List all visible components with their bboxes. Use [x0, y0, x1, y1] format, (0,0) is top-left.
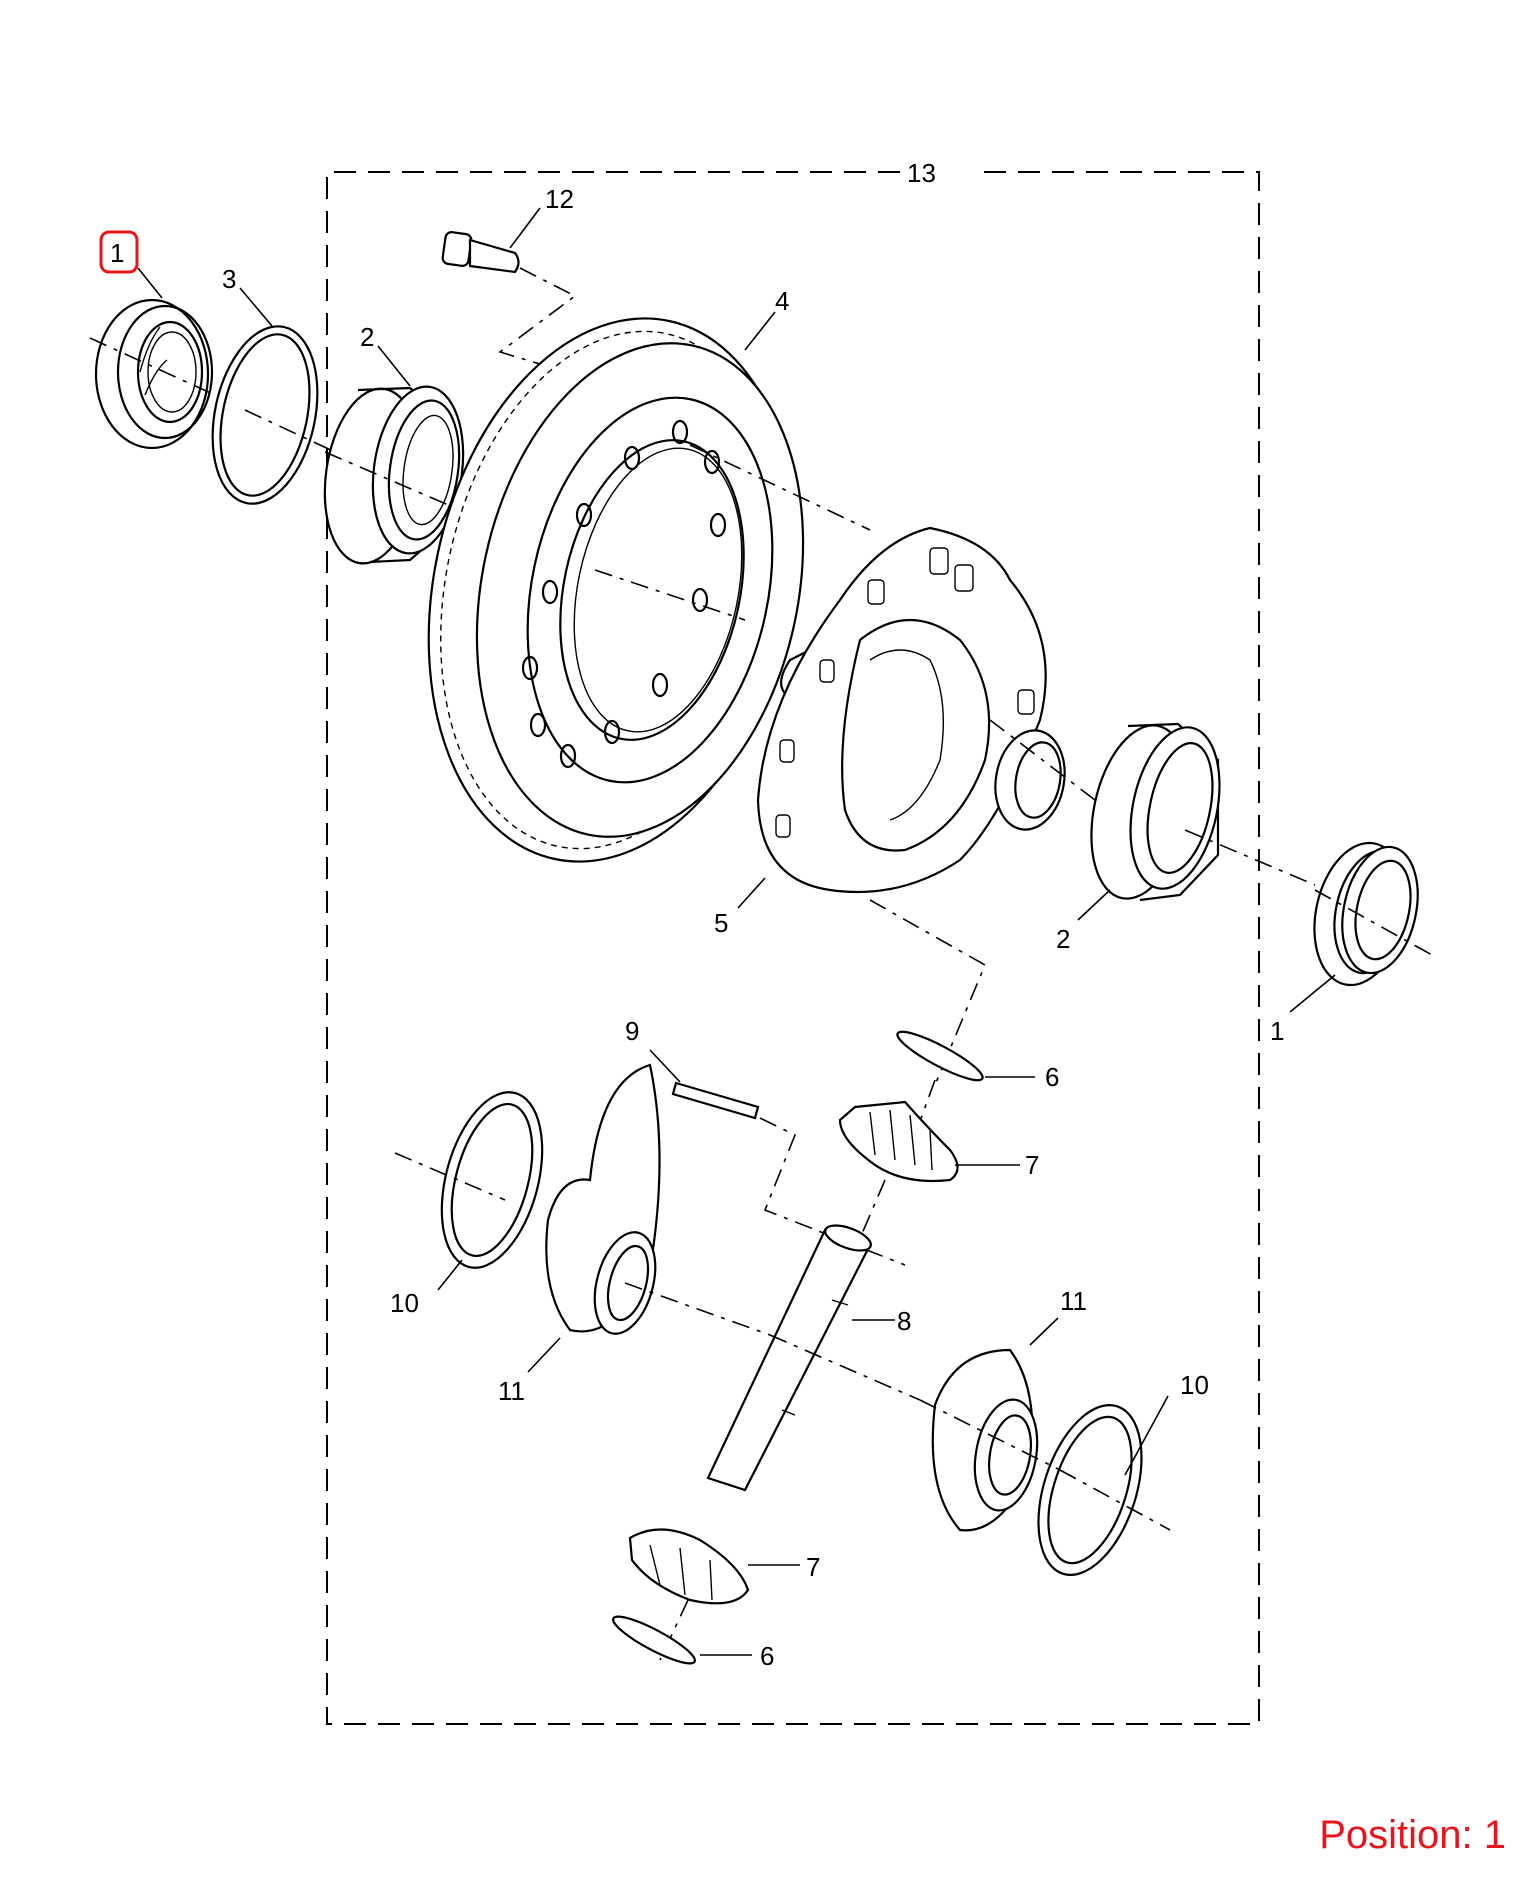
callout-1-left[interactable]: 1	[110, 238, 124, 268]
bearing-cup-right[interactable]	[1302, 834, 1429, 993]
callout-7-top[interactable]: 7	[1025, 1150, 1039, 1180]
callout-8[interactable]: 8	[897, 1306, 911, 1336]
position-label: Position: 1	[1319, 1813, 1506, 1857]
axis-ring-gear	[594, 569, 746, 621]
axis-bearing-right	[1314, 889, 1433, 956]
callout-13[interactable]: 13	[907, 158, 936, 188]
callout-12[interactable]: 12	[545, 184, 574, 214]
axis-washer-right	[1059, 1469, 1171, 1531]
side-gear-right[interactable]	[931, 1348, 1045, 1532]
side-gear-left[interactable]	[545, 1063, 665, 1340]
side-washer-left[interactable]	[424, 1081, 559, 1279]
pinion-shaft[interactable]	[706, 1220, 874, 1492]
axis-side-gear-left	[624, 1282, 771, 1336]
taper-bearing-right[interactable]	[1077, 716, 1233, 907]
callout-10-right[interactable]: 10	[1180, 1370, 1209, 1400]
shim-ring[interactable]	[197, 317, 332, 514]
thrust-washer-top[interactable]	[893, 1025, 987, 1088]
callout-6-bottom[interactable]: 6	[760, 1641, 774, 1671]
axis-pinion-top	[854, 1179, 886, 1251]
axis-shaft	[769, 1334, 921, 1401]
ring-gear[interactable]	[381, 284, 847, 896]
callout-11-left[interactable]: 11	[498, 1376, 525, 1406]
pinion-gear-bottom[interactable]	[628, 1528, 750, 1605]
thrust-washer-bottom[interactable]	[609, 1610, 700, 1671]
axis-case-down	[869, 899, 987, 1086]
callout-5[interactable]: 5	[714, 908, 728, 938]
side-washer-right[interactable]	[1019, 1392, 1161, 1588]
callout-4[interactable]: 4	[775, 286, 789, 316]
axis-case	[989, 719, 1096, 801]
axis-side-gear-right	[919, 1399, 1061, 1471]
pinion-gear-top[interactable]	[838, 1100, 959, 1183]
callout-2-left[interactable]: 2	[360, 322, 374, 352]
axis-bearing-left	[89, 337, 216, 396]
axis-bearing-2-right	[1184, 829, 1316, 886]
axis-ring-gear-upper	[689, 444, 871, 531]
axis-bearing-2-left	[324, 451, 461, 511]
callout-7-bottom[interactable]: 7	[806, 1552, 820, 1582]
callout-3[interactable]: 3	[222, 264, 236, 294]
axis-shim	[244, 409, 336, 453]
callout-2-right[interactable]: 2	[1056, 924, 1070, 954]
lock-pin[interactable]	[671, 1081, 760, 1120]
callout-10-left[interactable]: 10	[390, 1288, 419, 1318]
callout-1-right[interactable]: 1	[1270, 1016, 1284, 1046]
ring-gear-bolt[interactable]	[441, 231, 520, 274]
bearing-cup-left[interactable]	[94, 298, 214, 450]
callout-9[interactable]: 9	[625, 1016, 639, 1046]
assembly-boundary	[326, 171, 1260, 1725]
differential-case[interactable]	[756, 526, 1072, 894]
leader-lines	[137, 207, 1336, 1656]
callout-11-right[interactable]: 11	[1060, 1286, 1087, 1316]
highlight-marker	[99, 230, 139, 274]
callout-6-top[interactable]: 6	[1045, 1062, 1059, 1092]
